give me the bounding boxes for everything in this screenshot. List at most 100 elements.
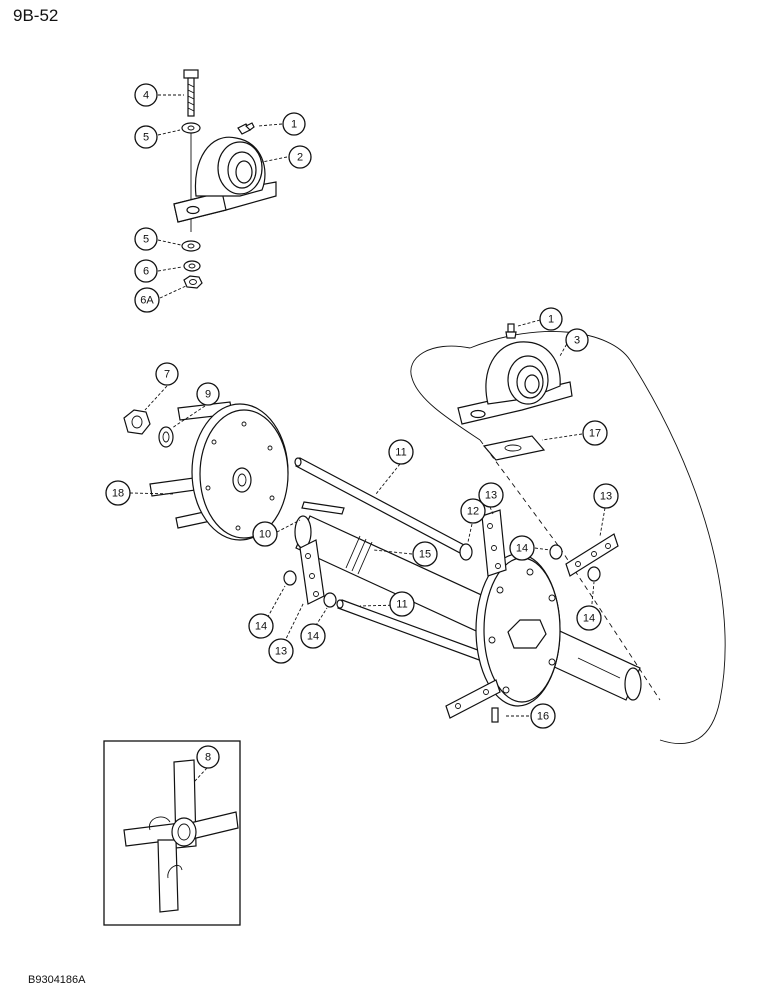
callout-circle <box>134 227 158 251</box>
callout-label: 1 <box>291 119 297 131</box>
mounting-plate-bottom <box>445 679 501 719</box>
callout-circle <box>389 591 415 617</box>
callout-label: 14 <box>516 543 528 555</box>
callout-14: 14 <box>248 613 274 639</box>
callout-14: 14 <box>300 623 326 649</box>
washer-hub <box>158 426 174 448</box>
callout-circle <box>105 480 131 506</box>
callout-label: 18 <box>112 488 124 500</box>
spacer-14-b <box>283 570 297 586</box>
callout-2: 2 <box>288 145 312 169</box>
mounting-plate-right <box>565 533 619 577</box>
spacer-14-c <box>323 592 337 608</box>
callout-15: 15 <box>412 541 438 567</box>
spacer-12 <box>459 543 473 561</box>
callout-label: 14 <box>255 621 267 633</box>
callout-circle <box>412 541 438 567</box>
callout-label: 7 <box>164 369 170 381</box>
shim-plate <box>482 435 546 461</box>
callout-circle <box>582 420 608 446</box>
washer-upper <box>181 122 201 134</box>
callout-label: 5 <box>143 132 149 144</box>
callout-11: 11 <box>389 591 415 617</box>
roll-pin <box>491 707 499 723</box>
callout-3: 3 <box>565 328 589 352</box>
callout-5: 5 <box>134 227 158 251</box>
callout-circle <box>252 521 278 547</box>
callout-5: 5 <box>134 125 158 149</box>
callout-14: 14 <box>576 605 602 631</box>
callout-label: 13 <box>485 490 497 502</box>
callout-16: 16 <box>530 703 556 729</box>
callout-label: 8 <box>205 752 211 764</box>
callout-label: 11 <box>396 599 407 611</box>
leader-lines <box>129 94 606 783</box>
upper-bearing-assembly <box>173 69 277 289</box>
callout-13: 13 <box>268 638 294 664</box>
lock-washer <box>183 260 201 272</box>
callout-7: 7 <box>155 362 179 386</box>
page-number: 9B-52 <box>13 6 59 25</box>
callout-label: 13 <box>600 491 612 503</box>
callout-10: 10 <box>252 521 278 547</box>
callout-circle <box>388 439 414 465</box>
figure-code: B9304186A <box>28 974 86 986</box>
callout-circle <box>134 125 158 149</box>
mounting-plate-left <box>299 539 325 605</box>
callout-label: 10 <box>259 529 271 541</box>
callout-label: 4 <box>143 90 149 102</box>
callout-1: 1 <box>539 307 563 331</box>
callout-label: 1 <box>548 314 554 326</box>
callout-circle <box>509 535 535 561</box>
spacer-14-d <box>587 566 601 582</box>
callout-circle <box>593 483 619 509</box>
callout-11: 11 <box>388 439 414 465</box>
callout-circle <box>196 382 220 406</box>
callout-circle <box>282 112 306 136</box>
callout-6a: 6A <box>134 287 160 313</box>
callout-label: 2 <box>297 152 303 164</box>
bolt <box>183 69 199 117</box>
callout-label: 9 <box>205 389 211 401</box>
callout-9: 9 <box>196 382 220 406</box>
callout-13: 13 <box>593 483 619 509</box>
pillow-block-bearing <box>173 136 277 223</box>
fan-hub-assembly <box>123 401 289 541</box>
callout-circle <box>300 623 326 649</box>
callout-label: 11 <box>395 447 406 459</box>
callout-label: 5 <box>143 234 149 246</box>
callout-label: 14 <box>583 613 595 625</box>
grease-fitting-upper <box>237 122 255 135</box>
mounting-plate-center <box>481 509 507 577</box>
callout-circle <box>155 362 179 386</box>
callout-12: 12 <box>460 498 486 524</box>
tie-rod-upper <box>294 457 467 555</box>
callout-circle <box>134 83 158 107</box>
callout-label: 12 <box>467 506 479 518</box>
callout-13: 13 <box>478 482 504 508</box>
callout-label: 3 <box>574 335 580 347</box>
grease-fitting-lower <box>505 323 517 339</box>
inset-view <box>103 740 241 926</box>
callout-17: 17 <box>582 420 608 446</box>
callout-label: 14 <box>307 631 319 643</box>
callout-circle <box>196 745 220 769</box>
callout-circle <box>134 259 158 283</box>
callout-circle <box>478 482 504 508</box>
hex-nut-upper <box>183 275 203 289</box>
callout-label: 17 <box>589 428 601 440</box>
callout-label: 6 <box>143 266 149 278</box>
callout-8: 8 <box>196 745 220 769</box>
callout-label: 13 <box>275 646 287 658</box>
spacer-14-a <box>549 544 563 560</box>
lower-bearing-assembly <box>410 323 726 744</box>
callout-label: 16 <box>537 711 549 723</box>
callout-18: 18 <box>105 480 131 506</box>
callout-6: 6 <box>134 259 158 283</box>
callout-circle <box>268 638 294 664</box>
callout-circle <box>576 605 602 631</box>
callout-label: 6A <box>140 295 154 307</box>
callout-circle <box>565 328 589 352</box>
